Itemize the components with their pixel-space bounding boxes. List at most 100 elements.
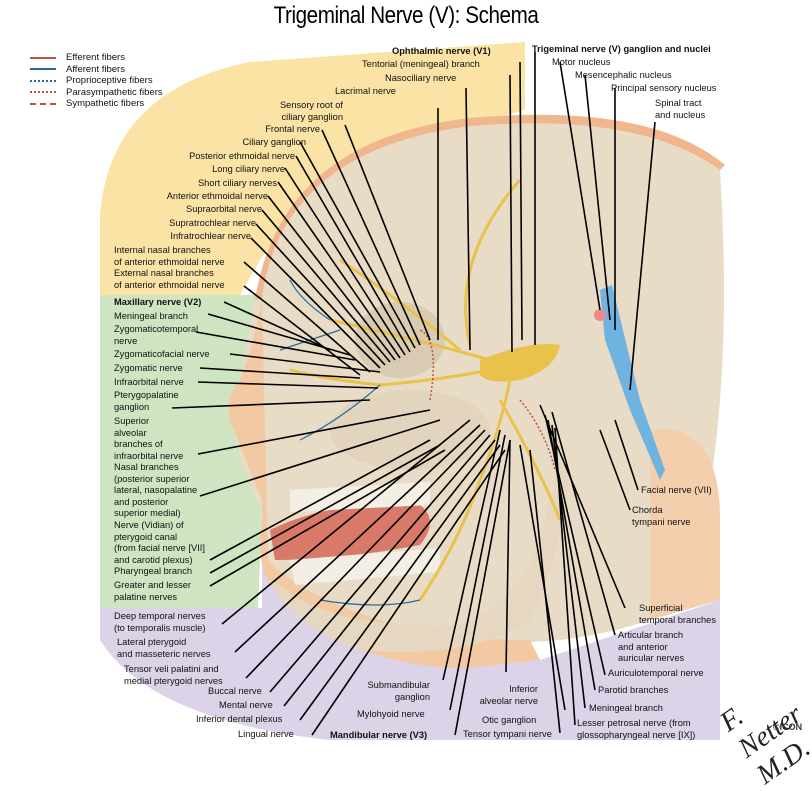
afferent-swatch [30, 68, 56, 71]
leader-line [584, 74, 611, 321]
label-lateral-pterygoid: Lateral pterygoid and masseteric nerves [117, 637, 211, 659]
label-lesser-petrosal: Lesser petrosal nerve (from glossopharyn… [577, 718, 696, 740]
label-sensory-root-ciliary: Sensory root of ciliary ganglion [279, 100, 343, 122]
mandibular-zone [100, 515, 720, 740]
label-short-ciliary: Short ciliary nerves [197, 178, 277, 188]
maxillary-heading: Maxillary nerve (V2) [114, 297, 202, 307]
page-title: Trigeminal Nerve (V): Schema [273, 2, 539, 29]
label-nasociliary-nerve: Nasociliary nerve [385, 73, 457, 83]
leader-line [209, 439, 431, 561]
leader-line [261, 209, 391, 363]
label-superior-alveolar: Superior alveolar branches of infraorbit… [114, 416, 184, 461]
label-posterior-ethmoidal: Posterior ethmoidal nerve [189, 151, 295, 161]
anatomy-illustration [100, 42, 725, 740]
leader-line [199, 419, 441, 497]
leader-line [454, 439, 511, 736]
leader-line [519, 444, 566, 711]
face-skin [228, 300, 540, 669]
label-zygomatic-nerve: Zygomatic nerve [114, 363, 183, 373]
legend-label: Afferent fibers [66, 63, 125, 75]
proprioceptive-swatch [30, 79, 56, 82]
legend-item-efferent: Efferent fibers [30, 52, 163, 64]
label-vidian-nerve: Nerve (Vidian) of pterygoid canal (from … [114, 520, 205, 565]
mandibular-heading: Mandibular nerve (V3) [330, 730, 428, 740]
leader-line [311, 449, 506, 736]
leader-line [209, 444, 441, 574]
leader-line [195, 331, 356, 361]
label-internal-nasal: Internal nasal branches of anterior ethm… [114, 245, 225, 267]
legend-label: Sympathetic fibers [66, 98, 145, 109]
leader-line [529, 449, 561, 734]
label-external-nasal: External nasal branches of anterior ethm… [114, 268, 225, 290]
leader-line [283, 439, 496, 707]
legend-item-proprioceptive: Proprioceptive fibers [30, 75, 163, 87]
leader-line [554, 427, 576, 726]
leader-line [197, 409, 431, 455]
leader-line [295, 155, 411, 353]
leader-line [299, 141, 416, 349]
label-submandibular-ganglion: Submandibular ganglion [367, 680, 430, 702]
label-lacrimal-nerve: Lacrimal nerve [335, 86, 396, 96]
label-meningeal-branch-v3: Meningeal branch [589, 703, 663, 713]
legend-label: Proprioceptive fibers [66, 75, 153, 86]
leader-line [234, 424, 481, 653]
leader-line [505, 439, 511, 673]
ophthalmic-zone [100, 42, 525, 295]
motor-nucleus [594, 309, 606, 321]
leader-line [255, 223, 386, 366]
label-articular-branch: Articular branch and anterior auricular … [618, 630, 685, 664]
label-buccal-nerve: Buccal nerve [208, 686, 262, 696]
neck-skin [650, 429, 720, 620]
sympathetic-swatch [30, 102, 56, 105]
label-tentorial-branch: Tentorial (meningeal) branch [362, 59, 480, 69]
legend-item-afferent: Afferent fibers [30, 64, 163, 76]
leader-line [519, 61, 523, 341]
leader-line [614, 419, 639, 491]
efferent-swatch [30, 56, 56, 59]
trigeminal-ganglion [480, 344, 560, 382]
leader-line [221, 419, 471, 625]
leader-line [547, 419, 596, 691]
leader-line [245, 429, 486, 679]
label-pharyngeal-branch: Pharyngeal branch [114, 566, 193, 576]
label-zygomaticofacial: Zygomaticofacial nerve [114, 349, 210, 359]
leader-line [197, 381, 379, 389]
label-facial-nerve: Facial nerve (VII) [641, 485, 712, 495]
leader-line [465, 87, 471, 351]
leader-line [223, 301, 331, 351]
label-supratrochlear: Supratrochlear nerve [169, 218, 256, 228]
leader-line [277, 181, 401, 359]
label-frontal-nerve: Frontal nerve [265, 124, 320, 134]
label-inferior-dental-plexus: Inferior dental plexus [196, 714, 283, 724]
leader-line [344, 124, 431, 341]
label-inferior-alveolar: Inferior alveolar nerve [479, 684, 538, 706]
label-otic-ganglion: Otic ganglion [482, 715, 537, 725]
leader-line [229, 353, 381, 373]
label-mental-nerve: Mental nerve [219, 700, 273, 710]
label-palatine-nerves: Greater and lesser palatine nerves [114, 580, 191, 602]
leader-line [559, 61, 601, 311]
ophthalmic-heading: Ophthalmic nerve (V1) [392, 46, 491, 56]
label-zygomaticotemporal: Zygomaticotemporal nerve [114, 324, 199, 346]
leader-line [243, 261, 371, 373]
leader-line [250, 237, 381, 369]
spinal-nucleus [600, 285, 665, 480]
parasympathetic-swatch [30, 91, 56, 94]
leader-line [243, 285, 361, 376]
label-chorda-tympani: Chorda tympani nerve [632, 505, 691, 527]
label-parotid-branches: Parotid branches [598, 685, 669, 695]
label-superficial-temporal: Superficial temporal branches [639, 603, 716, 625]
leader-line [321, 129, 421, 346]
leader-line [629, 121, 656, 391]
leader-line [207, 313, 351, 356]
legend-item-parasympathetic: Parasympathetic fibers [30, 87, 163, 99]
legend: Efferent fibers Afferent fibers Proprioc… [30, 52, 163, 110]
label-principal-sensory-nucleus: Principal sensory nucleus [611, 83, 717, 93]
label-spinal-tract: Spinal tract and nucleus [655, 98, 706, 120]
legend-item-sympathetic: Sympathetic fibers [30, 98, 163, 110]
legend-label: Efferent fibers [66, 52, 125, 63]
leader-line [551, 411, 616, 636]
leader-line [599, 429, 631, 511]
leader-line [267, 195, 396, 361]
label-nasal-branches: Nasal branches (posterior superior later… [114, 462, 198, 519]
